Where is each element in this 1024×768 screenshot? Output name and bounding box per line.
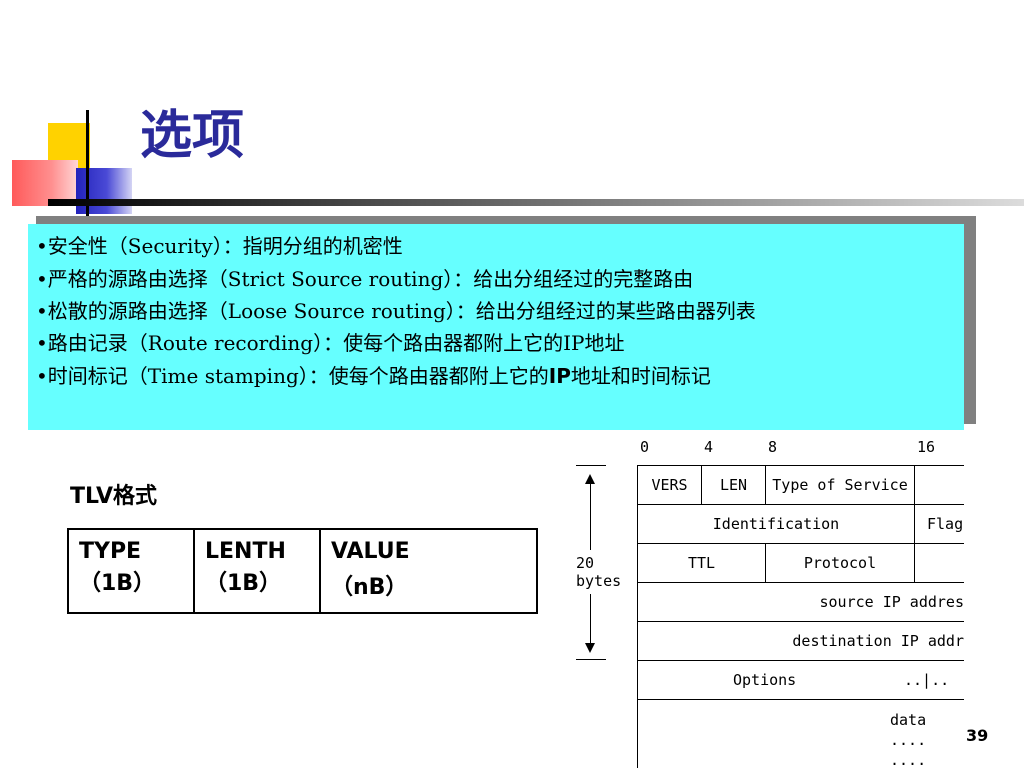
ip-row-1: VERS LEN Type of Service (637, 465, 964, 505)
header-size-label: 20 bytes (576, 554, 622, 590)
tlv-value-size: （nB） (331, 575, 408, 600)
time-stamping-text: •时间标记（Time stamping）：使每个路由器都附上它的 (36, 364, 549, 388)
decorative-red-block (12, 160, 78, 206)
size-arrow-line-bottom (590, 594, 591, 644)
field-len: LEN (702, 466, 766, 504)
ip-row-3: TTL Protocol (637, 543, 964, 583)
size-arrow-line-top (590, 482, 591, 550)
tlv-length-name: LENTH (205, 539, 286, 564)
slide-title: 选项 (140, 105, 245, 166)
tlv-length-size: （1B） (205, 571, 282, 596)
bit-tick-4: 4 (704, 438, 714, 456)
time-stamping-ip: IP (548, 364, 571, 388)
title-underline (48, 199, 1024, 206)
field-options: Options (733, 671, 797, 689)
tlv-type-name: TYPE (79, 539, 142, 564)
field-type-of-service: Type of Service (766, 466, 915, 504)
arrow-up-icon (585, 474, 595, 484)
bit-tick-0: 0 (640, 438, 650, 456)
arrow-down-icon (585, 643, 595, 653)
options-list: •安全性（Security）：指明分组的机密性 •严格的源路由选择（Strict… (28, 224, 964, 430)
field-vers: VERS (638, 466, 702, 504)
time-stamping-suffix: 地址和时间标记 (570, 364, 711, 388)
decorative-blue-block (76, 168, 132, 214)
size-top-bar (576, 465, 606, 466)
field-flags: Flag (927, 515, 964, 533)
tlv-table: TYPE （1B） LENTH （1B） VALUE （nB） (67, 528, 538, 614)
tlv-cell-value: VALUE （nB） (319, 528, 538, 614)
option-item-route-recording: •路由记录（Route recording）：使每个路由器都附上它的IP地址 (36, 331, 625, 355)
bit-tick-16: 16 (917, 438, 936, 456)
page-number: 39 (966, 726, 989, 745)
option-item-strict-source-routing: •严格的源路由选择（Strict Source routing）：给出分组经过的… (36, 267, 694, 291)
field-protocol: Protocol (766, 544, 915, 582)
tlv-row: TYPE （1B） LENTH （1B） VALUE （nB） (67, 528, 538, 614)
option-item-security: •安全性（Security）：指明分组的机密性 (36, 234, 403, 258)
field-destination-ip: destination IP addr (792, 632, 964, 650)
option-item-loose-source-routing: •松散的源路由选择（Loose Source routing）：给出分组经过的某… (36, 299, 756, 323)
ip-row-2: Identification Flag (637, 504, 964, 544)
bit-tick-8: 8 (768, 438, 778, 456)
option-item-time-stamping: •时间标记（Time stamping）：使每个路由器都附上它的IP地址和时间标… (36, 360, 956, 393)
field-data: data .... .... (890, 711, 927, 768)
field-ttl: TTL (638, 544, 766, 582)
field-padding: ..|.. (904, 671, 950, 689)
ip-header-diagram: 0 4 8 16 20 bytes VERS LEN Type of Servi… (560, 430, 964, 768)
size-bottom-bar (576, 659, 606, 660)
ip-row-6: Options ..|.. (637, 660, 964, 700)
tlv-format-label: TLV格式 (70, 484, 158, 509)
field-source-ip: source IP addres (819, 593, 965, 611)
decorative-vertical-line (86, 110, 89, 222)
tlv-cell-length: LENTH （1B） (193, 528, 321, 614)
ip-row-4: source IP addres (637, 582, 964, 622)
tlv-type-size: （1B） (79, 571, 156, 596)
field-identification: Identification (638, 505, 915, 543)
ip-row-5: destination IP addr (637, 621, 964, 661)
tlv-value-name: VALUE (331, 539, 410, 564)
tlv-cell-type: TYPE （1B） (67, 528, 195, 614)
ip-row-data (637, 699, 964, 768)
